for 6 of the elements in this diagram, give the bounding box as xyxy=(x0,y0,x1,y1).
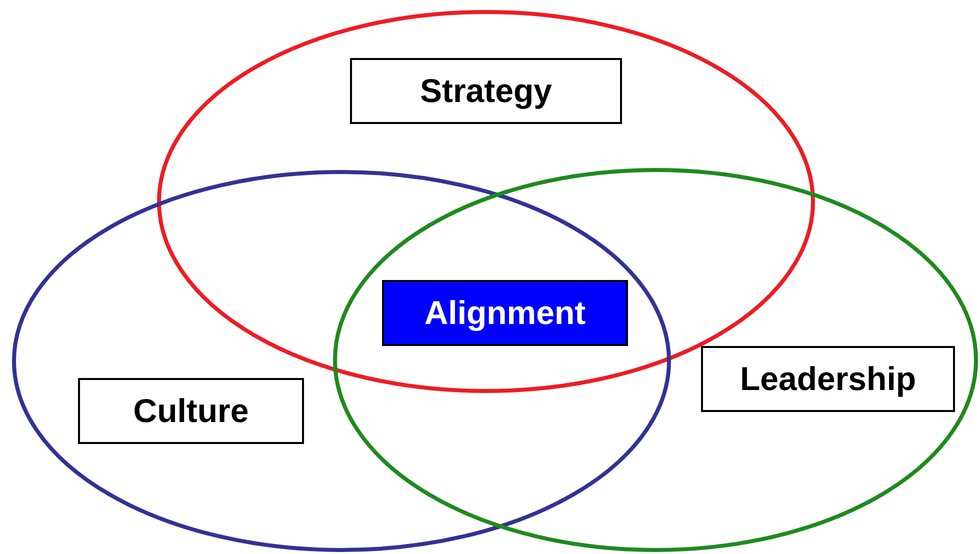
label-box: Leadership xyxy=(701,346,955,412)
ellipse-outline xyxy=(12,170,671,552)
label-box: Alignment xyxy=(382,280,628,346)
label-box: Strategy xyxy=(350,58,622,124)
ellipse-outline xyxy=(333,168,978,552)
label-box: Culture xyxy=(78,378,304,444)
